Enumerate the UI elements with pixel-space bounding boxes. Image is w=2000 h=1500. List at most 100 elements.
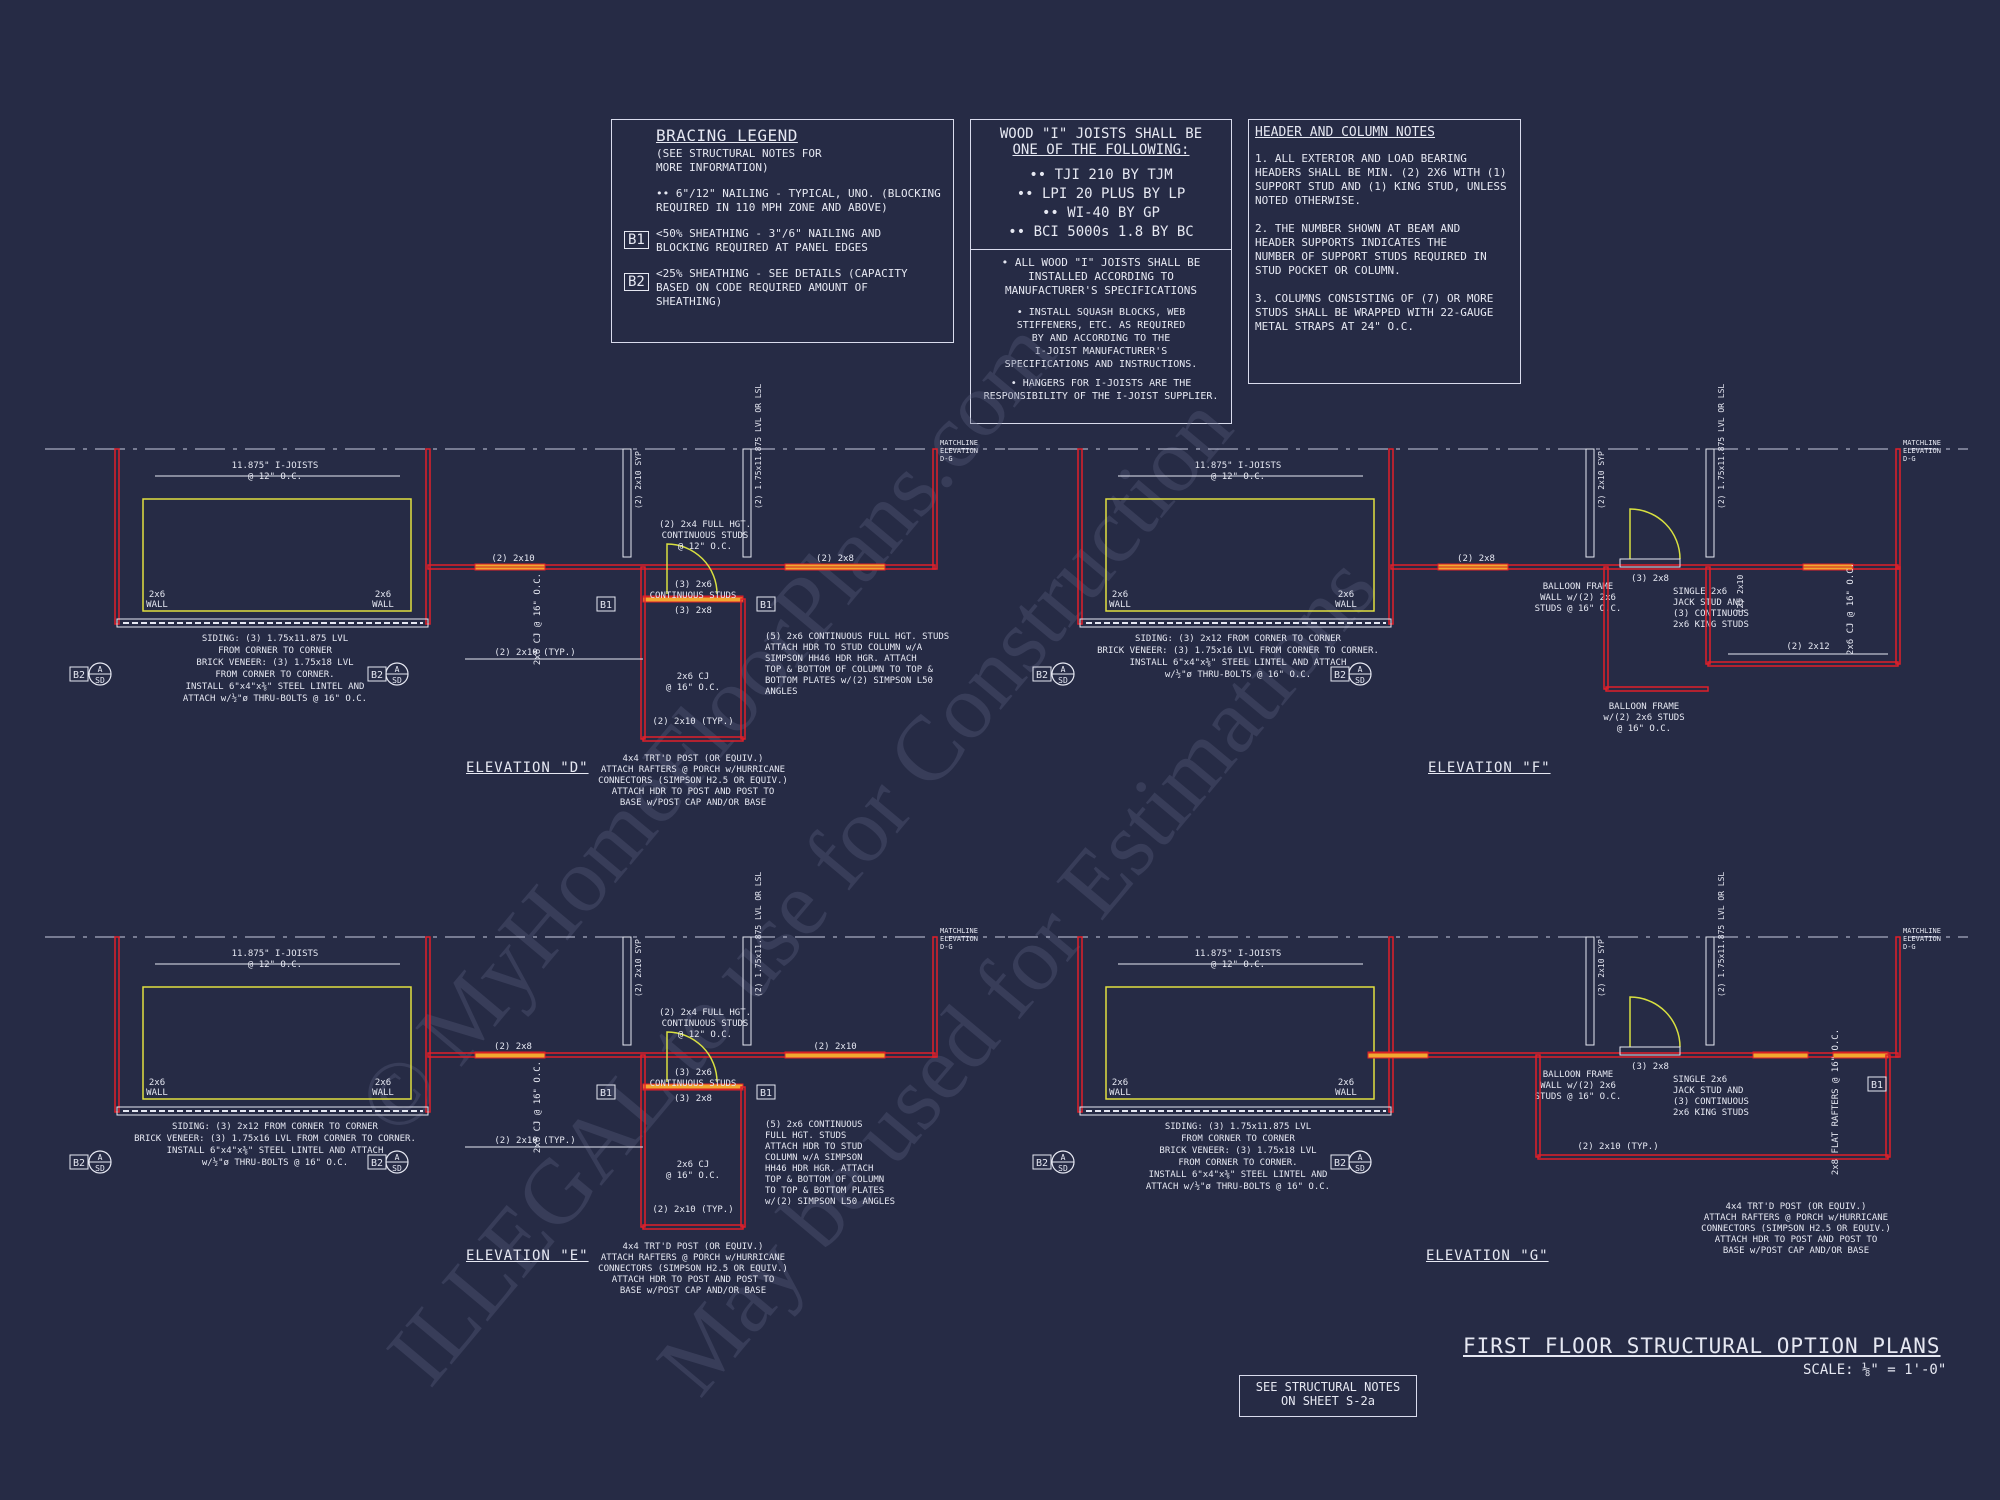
section-marker-label: A: [395, 1153, 400, 1162]
header-label: (3) 2x8: [1631, 1062, 1669, 1072]
bracing-legend-subtitle: MORE INFORMATION): [656, 161, 769, 174]
wall: [740, 1086, 746, 1228]
door-swing: [1629, 508, 1681, 560]
wall: [114, 936, 120, 1113]
post-note: 4x4 TRT'D POST (OR EQUIV.): [623, 754, 764, 764]
section-marker-label: SD: [95, 1164, 105, 1173]
wall: [1535, 1054, 1541, 1158]
column-label: (2) 1.75x11.875 LVL OR LSL: [1717, 384, 1726, 509]
wall: [427, 564, 936, 570]
joist-note: I-JOIST MANUFACTURER'S: [1034, 346, 1168, 357]
wall: [425, 448, 431, 625]
bracing-legend-b2: BASED ON CODE REQUIRED AMOUNT OF: [656, 281, 868, 294]
section-marker-label: A: [1358, 665, 1363, 674]
section-marker-label: SD: [1058, 1164, 1068, 1173]
section-marker-label: SD: [95, 676, 105, 685]
header-note-line: METAL STRAPS AT 24" O.C.: [1255, 320, 1414, 333]
section-marker-label: SD: [392, 1164, 402, 1173]
column: [622, 936, 632, 1046]
header-beam: [1802, 563, 1854, 571]
wall: [1388, 448, 1394, 625]
siding-note: w/½"ø THRU-BOLTS @ 16" O.C.: [1165, 669, 1311, 680]
joist-area: [1105, 498, 1375, 612]
section-marker-label: A: [98, 665, 103, 674]
post-note: CONNECTORS (SIMPSON H2.5 OR EQUIV.): [598, 776, 788, 786]
cj-label: 2x6 CJ @ 16" O.C.: [533, 1061, 543, 1153]
wall: [114, 448, 120, 625]
b2-tag-label: B2: [1334, 1158, 1346, 1169]
stud-note: (5) 2x6 CONTINUOUS FULL HGT. STUDS: [765, 632, 949, 642]
section-marker-label: A: [98, 1153, 103, 1162]
matchline-label: MATCHLINE: [1903, 927, 1941, 935]
cj-label: @ 16" O.C.: [666, 1171, 720, 1181]
stud-note: (3) 2x6: [674, 580, 712, 590]
bracing-legend-b1: <50% SHEATHING - 3"/6" NAILING AND: [656, 227, 882, 240]
b2-tag: [1330, 1154, 1350, 1170]
b1-tag: [1867, 1076, 1887, 1092]
post-note: BASE w/POST CAP AND/OR BASE: [1723, 1246, 1869, 1256]
wall: [1885, 1054, 1891, 1158]
column-label: (2) 1.75x11.875 LVL OR LSL: [754, 384, 763, 509]
wall: [640, 566, 646, 740]
b1-tag-label: B1: [1871, 1080, 1883, 1091]
b1-tag: [756, 1084, 776, 1100]
stud-note: CONTINUOUS STUDS: [650, 1079, 737, 1089]
stud-note: ANGLES: [765, 687, 798, 697]
bracing-legend-line: REQUIRED IN 110 MPH ZONE AND ABOVE): [656, 201, 888, 214]
column-label: (2) 1.75x11.875 LVL OR LSL: [1717, 872, 1726, 997]
jack-stud-note: (3) CONTINUOUS: [1673, 609, 1749, 619]
joist-area: [142, 986, 412, 1100]
b1-tag-label: B1: [760, 600, 772, 611]
siding-note: FROM CORNER TO CORNER.: [1178, 1158, 1297, 1168]
door-swing: [1629, 996, 1681, 1048]
siding-note: INSTALL 6"x4"x⅜" STEEL LINTEL AND: [186, 682, 365, 692]
wall: [642, 1224, 744, 1230]
joist-option: •• TJI 210 BY TJM: [1029, 167, 1173, 183]
joist-label: 11.875" I-JOISTS: [232, 949, 319, 959]
matchline-label: D-G: [940, 943, 953, 951]
siding-note: BRICK VENEER: (3) 1.75x18 LVL: [1159, 1146, 1316, 1156]
b2-tag: [1330, 666, 1350, 682]
siding-note: INSTALL 6"x4"x⅜" STEEL LINTEL AND: [1149, 1170, 1328, 1180]
siding-note: BRICK VENEER: (3) 1.75x18 LVL: [196, 658, 353, 668]
matchline-label: MATCHLINE: [940, 927, 978, 935]
column: [1585, 936, 1595, 1046]
stud-note: CONTINUOUS STUDS: [650, 591, 737, 601]
stud-note: TOP & BOTTOM OF COLUMN TO TOP &: [765, 665, 934, 675]
b2-tag-label: B2: [73, 1158, 85, 1169]
wall-label: WALL: [146, 1088, 168, 1098]
joist-option: •• WI-40 BY GP: [1041, 205, 1160, 221]
stud-note: COLUMN w/A SIMPSON: [765, 1153, 863, 1163]
section-marker-label: A: [395, 665, 400, 674]
siding-note: w/½"ø THRU-BOLTS @ 16" O.C.: [202, 1157, 348, 1168]
wall: [1707, 661, 1899, 667]
b1-tag: [596, 1084, 616, 1100]
stud-note: (2) 2x4 FULL HGT.: [659, 520, 751, 530]
elevation-d-label: ELEVATION "D": [466, 760, 589, 776]
wall-label: WALL: [1109, 600, 1131, 610]
matchline-label: D-G: [1903, 455, 1916, 463]
wall-label: WALL: [372, 600, 394, 610]
sheet-title: FIRST FLOOR STRUCTURAL OPTION PLANS: [1463, 1334, 1941, 1358]
siding-note: BRICK VENEER: (3) 1.75x16 LVL FROM CORNE…: [134, 1134, 416, 1144]
elevation-g-label: ELEVATION "G": [1426, 1248, 1549, 1264]
matchline-label: D-G: [1903, 943, 1916, 951]
wall-label: WALL: [146, 600, 168, 610]
balloon-note: STUDS @ 16" O.C.: [1535, 604, 1622, 614]
header-label: (3) 2x8: [674, 1094, 712, 1104]
stud-note: ATTACH HDR TO STUD COLUMN w/A: [765, 643, 923, 653]
b2-tag-label: B2: [371, 1158, 383, 1169]
b2-tag: [1032, 666, 1052, 682]
stud-note: (5) 2x6 CONTINUOUS: [765, 1120, 863, 1130]
b2-tag: [1032, 1154, 1052, 1170]
header-label: (2) 2x8: [494, 1042, 532, 1052]
stud-note: BOTTOM PLATES w/(2) SIMPSON L50: [765, 676, 933, 686]
porch-beam: [116, 1106, 429, 1116]
header-label: (3) 2x8: [674, 606, 712, 616]
porch-beam: [1079, 1106, 1392, 1116]
header-beam: [1367, 1051, 1429, 1059]
b2-tag-label: B2: [73, 670, 85, 681]
post-note: CONNECTORS (SIMPSON H2.5 OR EQUIV.): [1701, 1224, 1891, 1234]
